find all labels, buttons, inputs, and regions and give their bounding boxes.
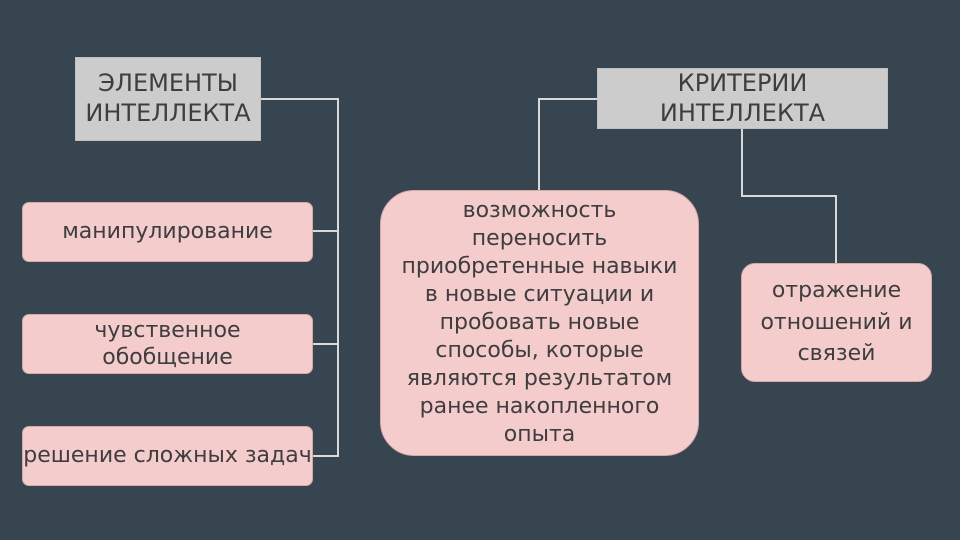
element-sensory-generalization: чувственное обобщение: [22, 314, 313, 374]
element-complex-tasks-label: решение сложных задач: [23, 443, 312, 469]
elements-header: ЭЛЕМЕНТЫ ИНТЕЛЛЕКТА: [75, 57, 261, 141]
element-manipulation: манипулирование: [22, 202, 313, 262]
criterion-relations: отражение отношений и связей: [741, 263, 932, 382]
element-complex-tasks: решение сложных задач: [22, 426, 313, 486]
elements-header-text: ЭЛЕМЕНТЫ ИНТЕЛЛЕКТА: [85, 69, 251, 127]
criterion-skill-transfer-text: возможность переносить приобретенные нав…: [401, 198, 678, 447]
criteria-header-text: КРИТЕРИИ ИНТЕЛЛЕКТА: [659, 68, 826, 127]
element-manipulation-label: манипулирование: [62, 219, 273, 245]
criteria-header: КРИТЕРИИ ИНТЕЛЛЕКТА: [597, 68, 888, 129]
connector-criteria-to-relations: [741, 129, 837, 263]
criterion-skill-transfer: возможность переносить приобретенные нав…: [380, 190, 699, 456]
connector-criteria-to-transfer: [538, 98, 597, 190]
criterion-relations-text: отражение отношений и связей: [760, 277, 913, 367]
element-sensory-generalization-label: чувственное обобщение: [94, 317, 241, 370]
connector-elements-bracket: [260, 98, 339, 457]
